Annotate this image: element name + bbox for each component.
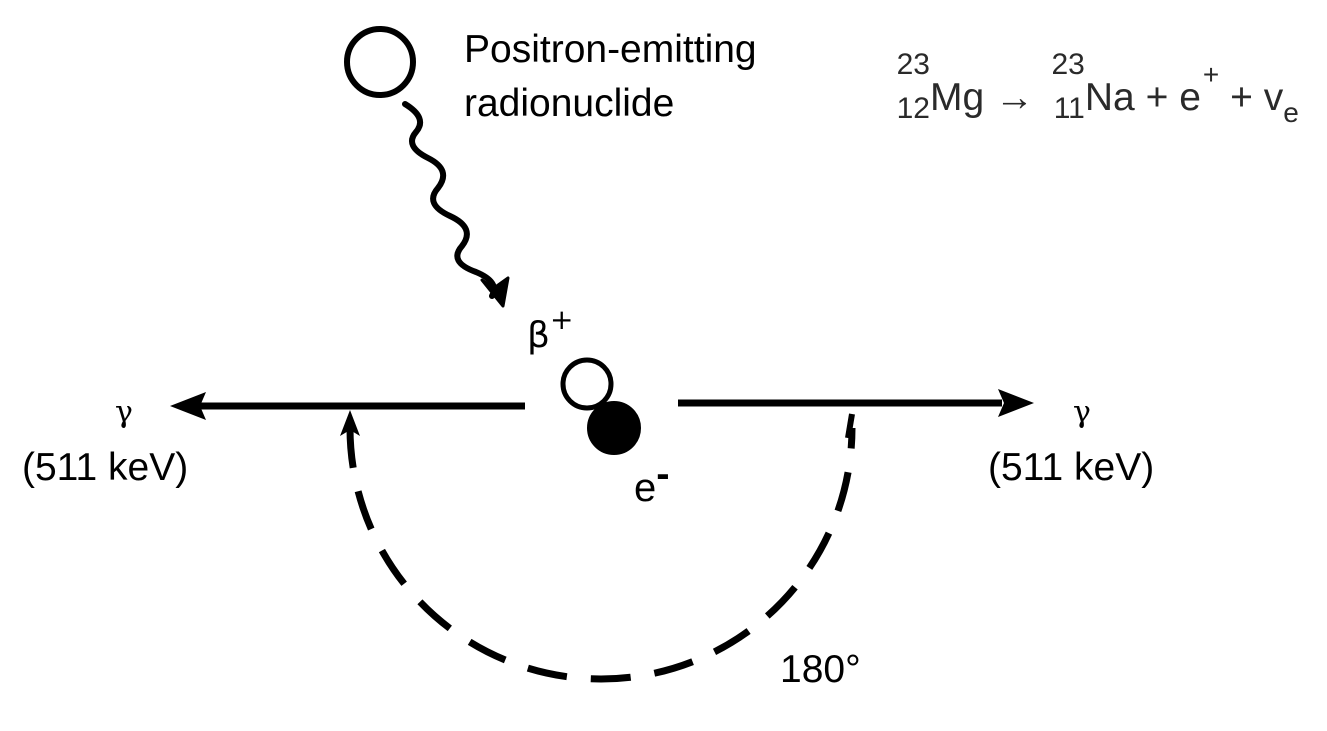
daughter-mass-number: 23 (1051, 48, 1085, 81)
radionuclide-label-line2: radionuclide (464, 82, 675, 125)
positron-symbol: β (527, 315, 550, 356)
decay-equation: 23 12 Mg → 23 11 Na + e+ + ve (890, 48, 1299, 128)
angle-arc-end-tick (845, 413, 855, 439)
left-gamma-arrowhead (170, 392, 206, 420)
positron-term: + e (1145, 76, 1201, 119)
neutrino-term: + v (1230, 76, 1284, 119)
angle-label: 180° (780, 648, 861, 691)
positron-charge: + (1202, 59, 1220, 90)
left-gamma-energy: (511 keV) (22, 446, 189, 489)
parent-symbol: Mg (930, 76, 985, 119)
neutrino-subscript: e (1283, 97, 1299, 128)
radionuclide-label-line1: Positron-emitting (464, 28, 757, 71)
reaction-arrow: → (995, 76, 1035, 119)
radionuclide-circle (344, 26, 416, 98)
electron-circle (587, 401, 641, 455)
daughter-atomic-number: 11 (1053, 92, 1085, 125)
daughter-symbol: Na (1084, 76, 1135, 119)
right-gamma-arrowhead (998, 389, 1034, 417)
right-gamma-energy: (511 keV) (988, 446, 1155, 489)
emission-arrowhead (480, 276, 510, 308)
positron-label-charge: + (549, 303, 574, 336)
angle-arc-arrowhead (340, 410, 360, 436)
electron-label-charge: - (656, 452, 670, 496)
left-gamma-symbol: γ (115, 395, 133, 430)
right-gamma-symbol: γ (1073, 395, 1091, 430)
parent-atomic-number: 12 (896, 92, 930, 125)
emission-wavy-path (402, 101, 497, 299)
parent-mass-number: 23 (896, 48, 930, 81)
positron-circle (560, 357, 614, 411)
parent-isotope-numbers: 23 12 (890, 48, 930, 125)
electron-label: e- (634, 454, 670, 510)
daughter-isotope-numbers: 23 11 (1045, 48, 1085, 125)
positron-label: β+ (527, 306, 573, 356)
electron-symbol: e (634, 466, 657, 510)
angle-arc-dashed (346, 427, 856, 683)
